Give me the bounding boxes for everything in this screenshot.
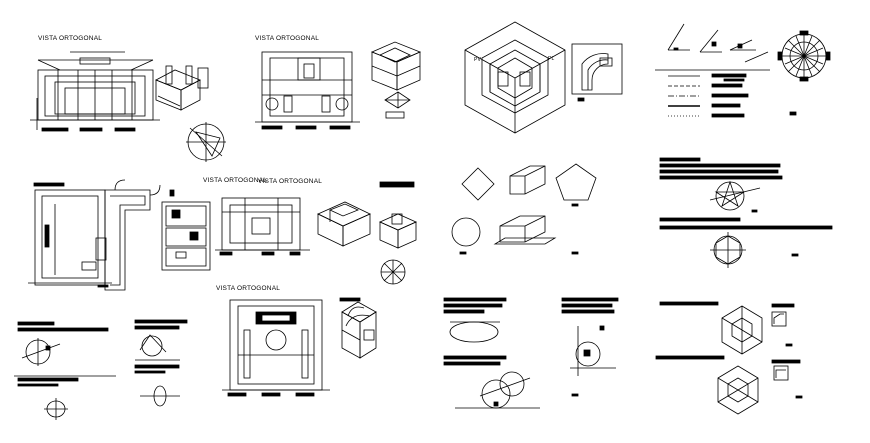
isometric-block-a — [155, 65, 209, 111]
notes-text-blocks — [659, 157, 833, 230]
elevation-drawing-b — [255, 51, 360, 130]
elevation-drawing-c — [215, 197, 310, 256]
isometric-step-block — [317, 201, 417, 249]
angle-diagrams — [655, 23, 770, 71]
polar-division-circle — [777, 30, 831, 82]
axis-circle-construction — [561, 297, 619, 397]
view-title-ortogonal-4: VISTA ORTOGONAL — [258, 178, 323, 185]
circle-construction-c — [379, 181, 415, 285]
cube-shape — [509, 165, 546, 195]
circle-construction-a — [186, 122, 226, 162]
view-title-ortogonal-3: VISTA ORTOGONAL — [203, 177, 268, 184]
polygon-examples — [451, 163, 597, 255]
elevation-drawing-a — [30, 51, 160, 132]
bottom-left-constructions — [14, 319, 188, 420]
hexagon-construction-small — [710, 232, 799, 268]
projection-tag-pv: PV — [474, 57, 482, 63]
plan-view-ring — [571, 43, 623, 102]
elevation-drawing-e — [222, 299, 330, 397]
projection-tag-pl: PL — [548, 56, 555, 62]
tangent-circles-construction — [443, 297, 540, 409]
diamond-shape — [461, 167, 495, 201]
isometric-cube-view — [464, 21, 566, 134]
circle-shape — [451, 217, 481, 247]
view-title-ortogonal-5: VISTA ORTOGONAL — [216, 285, 281, 292]
star-construction — [709, 180, 761, 213]
hexagon-isometric-top — [659, 301, 795, 355]
floor-plan-layout — [28, 179, 161, 291]
pentagon-shape — [555, 163, 597, 201]
detail-panel — [161, 189, 211, 271]
prism-shape — [499, 215, 546, 243]
line-type-legend — [668, 73, 797, 118]
isometric-block-b — [370, 41, 422, 119]
hexagon-isometric-bottom — [655, 355, 803, 415]
view-title-ortogonal-1: VISTA ORTOGONAL — [38, 35, 103, 42]
view-title-ortogonal-2: VISTA ORTOGONAL — [255, 35, 320, 42]
isometric-tower — [339, 297, 377, 359]
